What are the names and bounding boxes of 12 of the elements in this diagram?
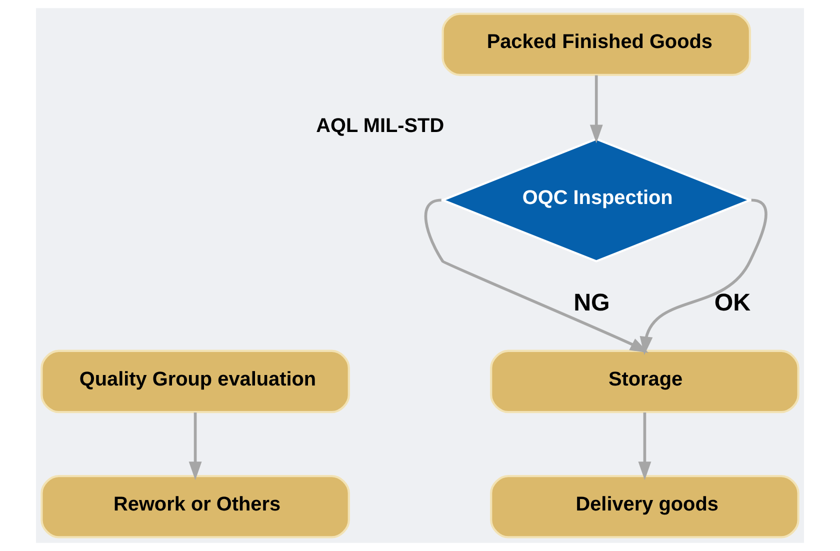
node-diamond: OQC Inspection — [440, 138, 753, 262]
edge-label: NG — [574, 289, 610, 316]
node-box: Storage — [490, 350, 800, 414]
edge-label: OK — [714, 289, 751, 316]
arrow — [590, 75, 603, 144]
arrow — [188, 412, 202, 480]
node-box: Rework or Others — [40, 474, 350, 538]
node-box: Delivery goods — [490, 474, 800, 538]
node-box: Quality Group evaluation — [40, 350, 350, 414]
arrow — [638, 412, 652, 480]
node-box: Packed Finished Goods — [442, 12, 752, 76]
node-label: AQL MIL-STD — [316, 115, 444, 138]
